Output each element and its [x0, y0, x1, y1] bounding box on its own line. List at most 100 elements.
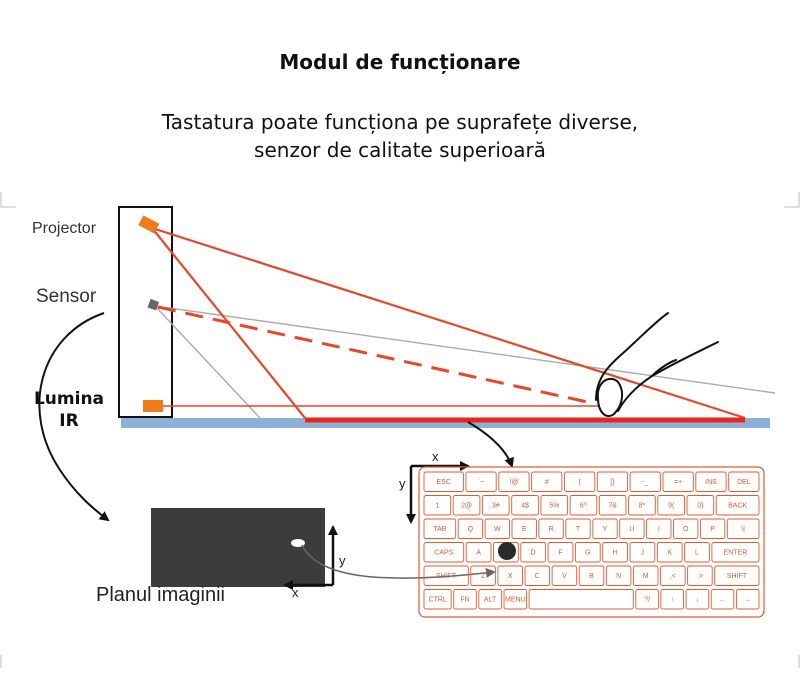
keyboard-key: H: [602, 542, 628, 563]
keyboard-key: I: [646, 518, 672, 539]
keyboard-key: CAPS: [423, 542, 465, 563]
keyboard-key-label: 1: [435, 503, 439, 510]
keyboard-key: {: [564, 471, 596, 492]
keyboard-key: G: [574, 542, 601, 563]
page-title: Modul de funcționare: [279, 50, 521, 74]
keyboard-key-label: 5%: [549, 503, 559, 510]
ir-label-line-1: Lumina: [33, 389, 105, 409]
keyboard-key: 9(: [657, 495, 685, 516]
keyboard-y-label: y: [399, 476, 406, 491]
keyboard-key: N: [605, 565, 632, 586]
keyboard-key-label: -_: [642, 479, 648, 486]
keyboard-key-label: INS: [705, 479, 717, 486]
keyboard-key-label: 4$: [521, 503, 529, 510]
keyboard-key: SHIFT: [423, 565, 469, 586]
keyboard-key-label: MENU: [505, 597, 526, 604]
keyboard-key-label: 0): [697, 503, 703, 510]
keyboard-key-label: CAPS: [434, 550, 453, 557]
keyboard-key-label: ↑: [670, 597, 674, 604]
projected-keyboard: ESC`~ !@ # { [} -_ =+ INS D E L 1 2@3# 4$ 5% 6^ 7&8* 9( 0)…: [423, 471, 760, 610]
keyboard-key: ←: [710, 589, 735, 610]
keyboard-key-label: \|: [741, 526, 745, 533]
keyboard-key: -_: [629, 471, 661, 492]
keyboard-key: \|: [726, 518, 760, 539]
keyboard-key-label: 6^: [580, 503, 588, 510]
keyboard-key: U: [619, 518, 645, 539]
keyboard-key: TAB: [423, 518, 457, 539]
keyboard-key-label: U: [629, 526, 634, 533]
keyboard-key-label: C: [535, 573, 540, 580]
image-plane-label: Planul imaginii: [96, 584, 225, 606]
keyboard-key: L: [684, 542, 710, 563]
keyboard-key: 2@: [452, 495, 481, 516]
projector-label: Projector: [32, 220, 97, 237]
subtitle-line-1: Tastatura poate funcționa pe suprafețe d…: [161, 110, 639, 134]
surface-bar: [121, 418, 770, 428]
keyboard-key: ↓: [685, 589, 710, 610]
keyboard-key-label: [}: [610, 479, 615, 486]
keyboard-key: T: [565, 518, 591, 539]
keyboard-key: →: [735, 589, 760, 610]
image-plane-axes: [283, 525, 338, 590]
keyboard-key: `~: [465, 471, 497, 492]
keyboard-key: MENU: [503, 589, 528, 610]
keyboard-key-label: 7&: [608, 503, 617, 510]
sensor-label: Sensor: [36, 286, 97, 307]
keyboard-key-label: M: [643, 573, 649, 580]
keyboard-key: P: [699, 518, 726, 539]
keyboard-key-label: #: [545, 479, 549, 486]
keyboard-key: E: [511, 518, 537, 539]
keyboard-key-label: N: [616, 573, 621, 580]
keyboard-key: 5%: [540, 495, 569, 516]
keyboard-key: Q: [457, 518, 484, 539]
keyboard-key-label: SHIFT: [727, 573, 748, 580]
keyboard-key-label: =+: [674, 479, 682, 486]
keyboard-key-label: D: [531, 550, 536, 557]
keyboard-key-label: {: [578, 479, 581, 486]
keyboard-key: A: [465, 542, 492, 563]
keyboard-key: F: [547, 542, 574, 563]
keyboard-key: ESC: [423, 471, 464, 492]
spot-to-key-curve: [301, 544, 496, 579]
keyboard-key-label: ?/: [644, 597, 650, 604]
keyboard-key-label: O: [683, 526, 689, 533]
keyboard-key: INS: [695, 471, 727, 492]
keyboard-key: K: [656, 542, 683, 563]
keyboard-key-label: 9(: [668, 503, 675, 510]
keyboard-key-label: 8*: [639, 503, 646, 510]
ir-light-label: Lumina IR: [22, 388, 116, 432]
keyboard-key: SHIFT: [714, 565, 760, 586]
keyboard-key-label: X: [508, 573, 513, 580]
keyboard-key-label: I: [658, 526, 660, 533]
keyboard-key: D: [520, 542, 547, 563]
keyboard-key: #: [531, 471, 563, 492]
keyboard-key: [}: [596, 471, 629, 492]
keyboard-key-label: Y: [603, 526, 608, 533]
projected-keyboard-frame: [418, 466, 765, 618]
finger-illustration: [595, 312, 719, 417]
keyboard-key-label: R: [549, 526, 554, 533]
keyboard-key: 3#: [481, 495, 510, 516]
keyboard-key-label: ALT: [484, 597, 497, 604]
keyboard-key-label: E: [522, 526, 527, 533]
keyboard-key: ENTER: [711, 542, 760, 563]
image-plane-x-label: x: [292, 585, 299, 600]
keyboard-key: C: [524, 565, 551, 586]
keyboard-key-label: .>: [697, 573, 703, 580]
keyboard-key-label: H: [613, 550, 618, 557]
keyboard-key: 7&: [598, 495, 627, 516]
keyboard-key-label: W: [494, 526, 501, 533]
subtitle-line-2: senzor de calitate superioară: [254, 138, 546, 162]
ir-emitter: [143, 400, 163, 412]
keyboard-key-label: ←: [719, 597, 726, 604]
keyboard-key-label: B: [589, 573, 594, 580]
device-housing: [118, 206, 173, 418]
keyboard-key-label: ↓: [696, 597, 700, 604]
keyboard-key: 4$: [511, 495, 539, 516]
keyboard-key: V: [551, 565, 578, 586]
sensor-emitter: [147, 298, 160, 311]
keyboard-key-label: FN: [460, 597, 469, 604]
keyboard-key-label: !@: [509, 479, 518, 486]
keyboard-key: Y: [592, 518, 618, 539]
